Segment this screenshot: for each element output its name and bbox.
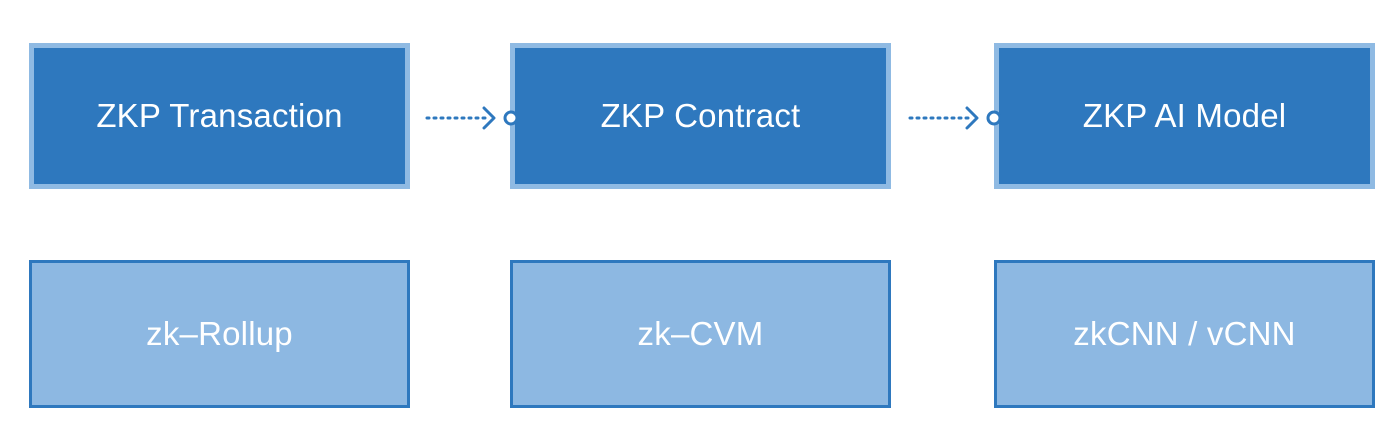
node-zk-cvm: zk–CVM bbox=[510, 260, 891, 408]
node-zk-rollup: zk–Rollup bbox=[29, 260, 410, 408]
connector-arrow-1 bbox=[425, 106, 519, 130]
node-label: zk–CVM bbox=[637, 315, 764, 352]
node-label: ZKP Contract bbox=[600, 97, 801, 134]
node-zkp-ai-model: ZKP AI Model bbox=[994, 43, 1375, 189]
node-label: zk–Rollup bbox=[146, 315, 293, 352]
node-label: zkCNN / vCNN bbox=[1073, 315, 1296, 352]
connector-arrow-2 bbox=[908, 106, 1002, 130]
node-label: ZKP Transaction bbox=[96, 97, 343, 134]
node-label: ZKP AI Model bbox=[1082, 97, 1287, 134]
node-zkp-contract: ZKP Contract bbox=[510, 43, 891, 189]
node-zkcnn-vcnn: zkCNN / vCNN bbox=[994, 260, 1375, 408]
node-zkp-transaction: ZKP Transaction bbox=[29, 43, 410, 189]
